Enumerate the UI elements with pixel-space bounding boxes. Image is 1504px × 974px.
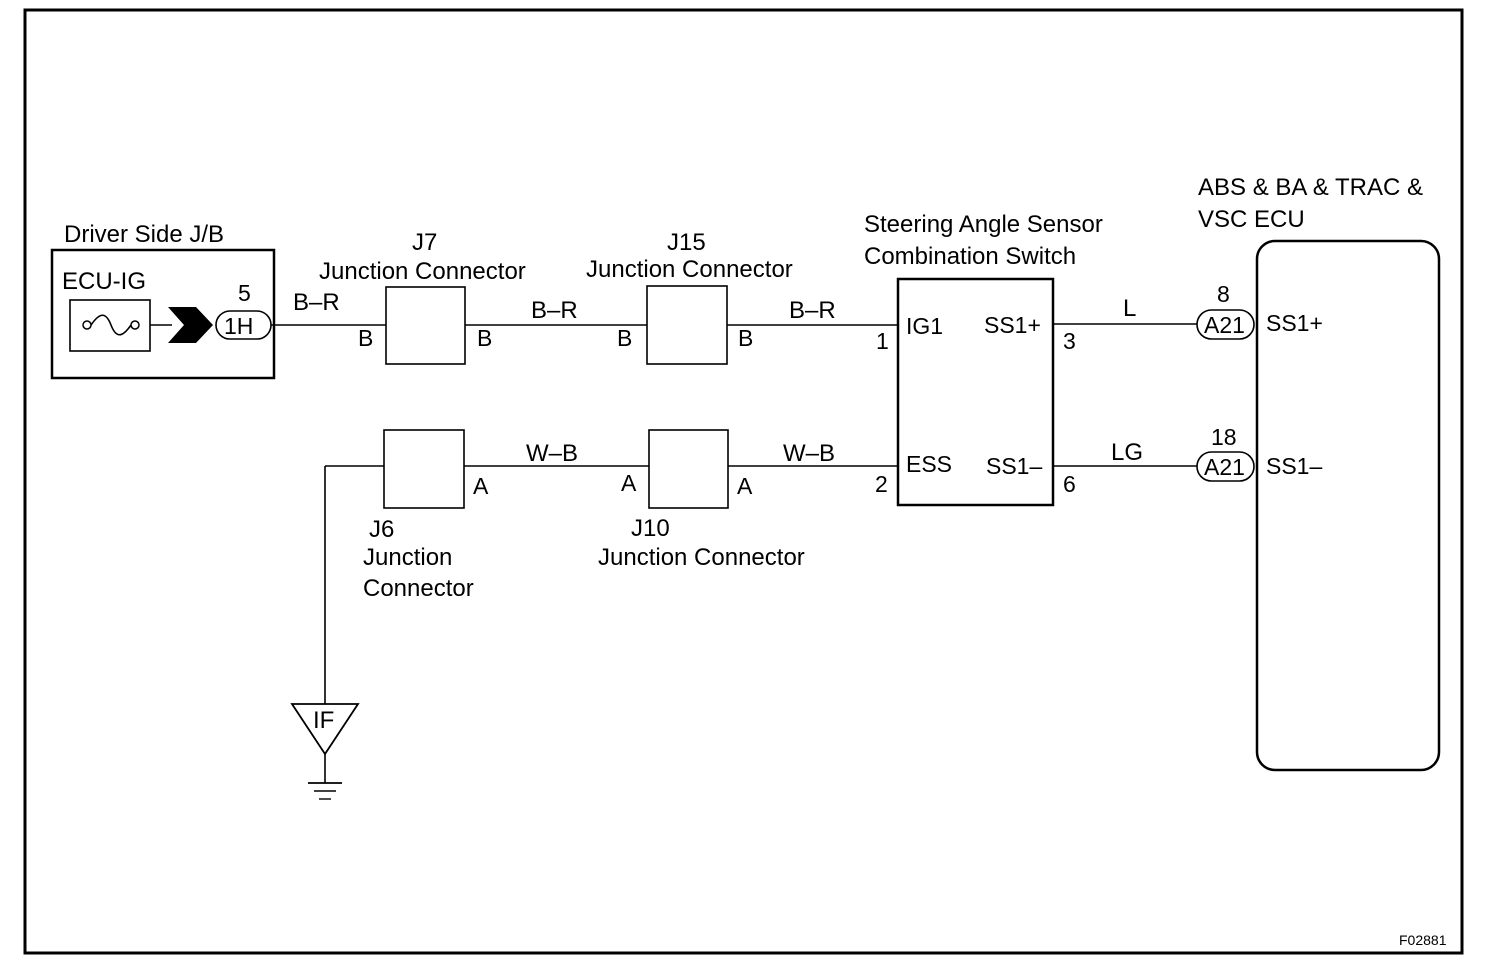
j15-name: Junction Connector: [586, 256, 793, 283]
sensor-pin-ig1-no: 1: [876, 328, 889, 354]
j10-junction-connector: A A J10 Junction Connector: [598, 429, 805, 571]
jb-pin-5: 5: [238, 280, 251, 306]
fuse-icon: [69, 299, 151, 352]
figure-id: F02881: [1399, 932, 1447, 948]
jb-connector-label: 1H: [224, 313, 253, 339]
sensor-pin-ss1p-no: 3: [1063, 328, 1076, 354]
driver-side-jb: Driver Side J/B ECU-IG 5 1H: [50, 221, 276, 380]
j7-box: [385, 286, 466, 365]
driver-jb-title: Driver Side J/B: [64, 221, 224, 248]
sensor-pin-ss1p: SS1+: [984, 312, 1041, 338]
j15-left-pin: B: [617, 325, 632, 351]
j6-name-line2: Connector: [363, 575, 474, 602]
wire-label-j15-sensor: B–R: [789, 297, 836, 324]
j7-name: Junction Connector: [319, 258, 526, 285]
wire-label-j10-sensor: W–B: [783, 440, 835, 467]
j15-right-pin: B: [738, 325, 753, 351]
wire-label-ss1p: L: [1123, 295, 1136, 322]
j6-right-pin: A: [473, 473, 489, 499]
ecu-connector-top: [1196, 309, 1255, 340]
j10-right-pin: A: [737, 473, 753, 499]
diagram-border: [23, 8, 1464, 955]
ecu-title-line1: ABS & BA & TRAC &: [1198, 174, 1423, 201]
sensor-pin-ess-no: 2: [875, 471, 888, 497]
sensor-box: [896, 277, 1055, 507]
wire-label-j7-j15: B–R: [531, 297, 578, 324]
j6-box: [383, 429, 465, 509]
j7-junction-connector: J7 Junction Connector B B: [319, 229, 526, 365]
j15-id: J15: [667, 229, 706, 256]
sensor-pin-ss1m: SS1–: [986, 453, 1042, 479]
j6-name-line1: Junction: [363, 544, 452, 571]
connector-arrow-icon: [168, 307, 213, 343]
wire-label-ss1m: LG: [1111, 439, 1143, 466]
sensor-pin-ss1m-no: 6: [1063, 471, 1076, 497]
ecu-conn-bot-label: A21: [1204, 454, 1245, 480]
j6-id: J6: [369, 516, 394, 543]
ecu-pin-bottom: SS1–: [1266, 453, 1322, 479]
ecu-pin-top: SS1+: [1266, 310, 1323, 336]
ecu-conn-top-label: A21: [1204, 312, 1245, 338]
j10-id: J10: [631, 515, 670, 542]
sensor-pin-ig1: IG1: [906, 313, 943, 339]
sensor-title-line1: Steering Angle Sensor: [864, 211, 1103, 238]
sensor-title-line2: Combination Switch: [864, 243, 1076, 270]
steering-angle-sensor: Steering Angle Sensor Combination Switch…: [864, 211, 1103, 507]
ground-if: IF: [290, 703, 360, 800]
wire-label-jb-j7: B–R: [293, 289, 340, 316]
abs-vsc-ecu: ABS & BA & TRAC & VSC ECU 8 A21 SS1+ 18 …: [1196, 174, 1441, 772]
j10-box: [648, 429, 729, 509]
j6-junction-connector: A J6 Junction Connector: [363, 429, 489, 602]
ecu-box: [1255, 239, 1441, 772]
j7-right-pin: B: [477, 325, 492, 351]
ground-triangle-icon: [290, 703, 360, 756]
ground-symbol-icon: [308, 754, 342, 800]
j10-left-pin: A: [621, 470, 637, 496]
j15-junction-connector: J15 Junction Connector B B: [586, 229, 793, 365]
j10-name: Junction Connector: [598, 544, 805, 571]
sensor-pin-ess: ESS: [906, 451, 952, 477]
ecu-title-line2: VSC ECU: [1198, 206, 1305, 233]
j7-left-pin: B: [358, 325, 373, 351]
ecu-conn-bot-pin: 18: [1211, 424, 1237, 450]
wire-label-j6-j10: W–B: [526, 440, 578, 467]
ecu-conn-top-pin: 8: [1217, 281, 1230, 307]
ground-label: IF: [313, 707, 334, 734]
j15-box: [646, 285, 728, 365]
ecu-connector-bottom: [1196, 451, 1255, 482]
fuse-label: ECU-IG: [62, 268, 146, 295]
j7-id: J7: [412, 229, 437, 256]
